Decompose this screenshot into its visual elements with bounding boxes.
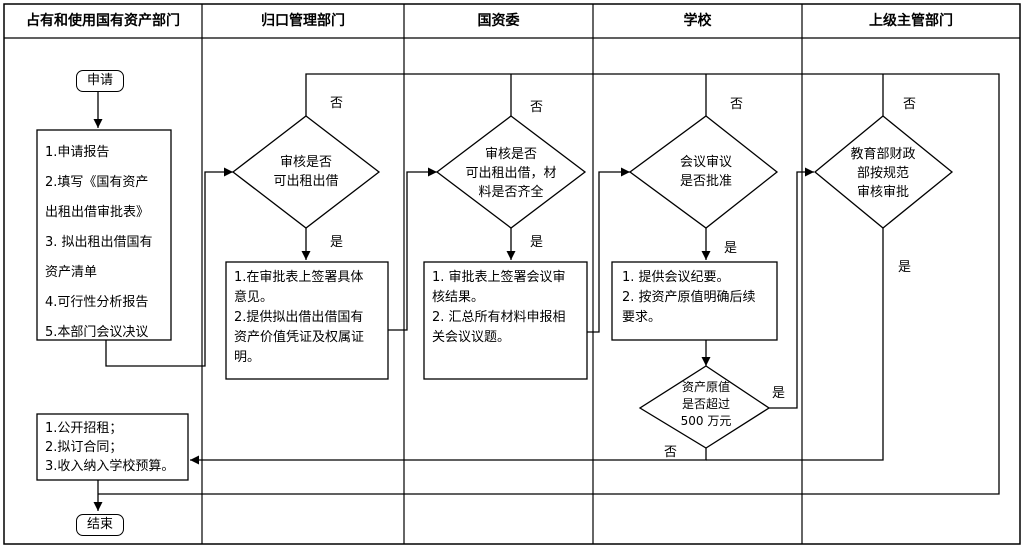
flow-connector: [706, 228, 884, 461]
sasac-sign-text: 1. 审批表上签署会议审 核结果。 2. 汇总所有材料申报相 关会议议题。: [432, 268, 566, 348]
label-no: 否: [730, 97, 744, 112]
text-line: 审核审批: [856, 185, 909, 200]
text-line: 2.填写《国有资产: [45, 175, 149, 190]
text-line: 5.本部门会议决议: [45, 325, 149, 340]
label-no: 否: [903, 97, 917, 112]
text-line: 会议审议: [679, 155, 732, 170]
text-line: 出租出借审批表》: [45, 205, 150, 220]
label-yes: 是: [330, 235, 344, 250]
decision-sasac-review: [435, 115, 587, 229]
text-line: 是否超过: [681, 397, 730, 411]
text-line: 1.在审批表上签署具体: [234, 270, 364, 285]
text-line: 资产清单: [45, 265, 98, 280]
label-yes: 是: [530, 235, 544, 250]
lane-header-superior: 上级主管部门: [869, 13, 953, 29]
text-line: 500 万元: [680, 414, 732, 428]
text-line: 要求。: [622, 310, 662, 325]
text-line: 2.拟订合同；: [45, 440, 123, 455]
flow-arrow: [388, 167, 437, 331]
flow-arrow: [190, 448, 707, 465]
flow-arrow: [105, 167, 233, 367]
text-line: 2. 按资产原值明确后续: [622, 290, 756, 305]
text-line: 1. 审批表上签署会议审: [432, 270, 566, 285]
text-line: 3.收入纳入学校预算。: [45, 459, 175, 474]
text-line: 资产价值凭证及权属证: [234, 330, 365, 345]
process-box-school-meeting: [611, 261, 778, 341]
text-line: 审核是否: [279, 155, 332, 170]
flow-arrow: [587, 167, 630, 333]
label-yes: 是: [772, 386, 786, 401]
label-yes: 是: [724, 241, 738, 256]
text-line: 部按规范: [856, 166, 909, 181]
superior-review-text: 教育部财政 部按规范 审核审批: [833, 145, 933, 202]
mgmt-review-text: 审核是否 可出租出借: [251, 153, 361, 191]
text-line: 核结果。: [432, 290, 485, 305]
process-box-sasac-sign: [423, 261, 588, 380]
flow-connector: [98, 73, 1000, 495]
text-line: 2. 汇总所有材料申报相: [432, 310, 566, 325]
text-line: 1.申请报告: [45, 145, 110, 160]
text-line: 可出租出借: [273, 174, 339, 189]
lane-header-school: 学校: [683, 13, 712, 29]
text-line: 关会议议题。: [432, 330, 511, 345]
mgmt-sign-text: 1.在审批表上签署具体 意见。 2.提供拟出借出借国有 资产价值凭证及权属证 明…: [234, 268, 364, 368]
text-line: 4.可行性分析报告: [45, 295, 149, 310]
lane-header-sasac: 国资委: [477, 13, 520, 29]
process-box-final-steps: [36, 413, 189, 481]
text-line: 审核是否: [484, 147, 537, 162]
school-approve-text: 会议审议 是否批准: [651, 153, 761, 191]
text-line: 1.公开招租；: [45, 421, 123, 436]
sasac-review-text: 审核是否 可出租出借，材 料是否齐全: [451, 145, 571, 202]
text-line: 是否批准: [679, 174, 732, 189]
text-line: 料是否齐全: [478, 185, 544, 200]
text-line: 明。: [234, 350, 261, 365]
decision-superior-review: [813, 115, 954, 229]
end-terminal: 结束: [76, 514, 124, 536]
label-no: 否: [530, 100, 544, 115]
decision-value-check: [638, 365, 771, 449]
apply-docs-text: 1.申请报告 2.填写《国有资产 出租出借审批表》 3. 拟出租出借国有 资产清…: [45, 138, 153, 348]
text-line: 3. 拟出租出借国有: [45, 235, 153, 250]
decision-mgmt-review: [231, 115, 381, 229]
lane-header-mgmt: 归口管理部门: [261, 13, 345, 29]
label-no: 否: [330, 96, 344, 111]
label-no: 否: [664, 445, 678, 460]
flow-arrow: [769, 167, 814, 409]
value-check-text: 资产原值 是否超过 500 万元: [656, 379, 756, 430]
text-line: 教育部财政: [850, 147, 916, 162]
school-meeting-text: 1. 提供会议纪要。 2. 按资产原值明确后续 要求。: [622, 268, 756, 328]
start-terminal: 申请: [76, 70, 124, 92]
decision-school-approve: [628, 115, 779, 229]
text-line: 可出租出借，材: [465, 166, 557, 181]
final-steps-text: 1.公开招租； 2.拟订合同； 3.收入纳入学校预算。: [45, 419, 174, 476]
text-line: 资产原值: [681, 380, 730, 394]
label-yes: 是: [898, 260, 912, 275]
lane-header-owner: 占有和使用国有资产部门: [26, 13, 180, 29]
text-line: 意见。: [234, 290, 274, 305]
process-box-mgmt-sign: [225, 261, 389, 380]
process-box-apply-docs: [36, 129, 172, 341]
text-line: 2.提供拟出借出借国有: [234, 310, 364, 325]
table-border: [3, 3, 1021, 545]
text-line: 1. 提供会议纪要。: [622, 270, 730, 285]
